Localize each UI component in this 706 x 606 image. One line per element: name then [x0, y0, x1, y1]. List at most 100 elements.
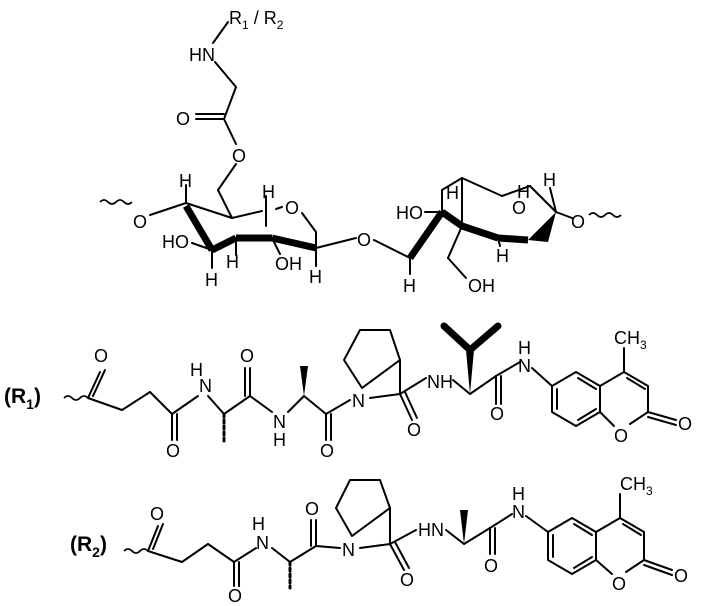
ring2-oh-top-label: O [512, 198, 526, 218]
wavy-bond-right [588, 212, 622, 218]
bond-o-ch2 [217, 163, 237, 191]
r2-h1-label: H [252, 514, 265, 534]
r2-o2-label: O [228, 586, 242, 606]
ring1-front-edge-c [271, 234, 317, 252]
r1-coumarin-c4-c3-dbl [626, 377, 646, 390]
r1-coumarin-c4-c3 [623, 371, 649, 387]
r2-ala2-wedge [460, 510, 468, 544]
r2-coumarin-c2-ring-o [625, 559, 645, 573]
ring2-bond-ch2 [447, 225, 463, 259]
ring2-right-o-label: O [571, 212, 585, 232]
ring2-h-top-label: H [446, 183, 459, 203]
r2-bond-c1-co [147, 525, 159, 552]
r2-bond-c1-co-dbl [152, 523, 164, 550]
r1-o3-label: O [240, 346, 254, 366]
bond-c-o-ester [223, 118, 237, 145]
r2-namc-label: N [512, 502, 525, 522]
r1-bond-pro-c-o-dbl [404, 391, 418, 419]
r1-bond-c-n2 [249, 395, 273, 413]
ring1-bond-c5-o [275, 206, 283, 210]
r1-h2-label: H [273, 430, 286, 450]
ring2-bond-back-a [441, 177, 463, 191]
carbonyl-o-label: O [176, 109, 190, 129]
ring1-front-edge-left [182, 204, 216, 252]
bond-ch2-c5 [217, 189, 233, 219]
r2-wavy-bond [123, 548, 149, 554]
ring1-h-top-label: H [179, 171, 192, 191]
r1-bond-c-npro [325, 399, 351, 415]
ring2-h-top2-label: H [517, 182, 530, 202]
r1-coumarin-c4a [599, 371, 625, 387]
r1-nh1-n-label: N [199, 376, 212, 396]
r1-ala2-wedge [300, 366, 308, 396]
r2-bond-ca2-c [463, 527, 491, 545]
bond-o-c4 [149, 202, 187, 216]
r2-bond-n-ca [359, 543, 391, 549]
r2-bond-n-ar [525, 515, 549, 533]
ester-o-label: O [232, 146, 246, 166]
r2-label: (R2) [70, 533, 107, 560]
ring2-ho-label: HO [396, 203, 423, 223]
ring2-h-mid-label: H [496, 246, 509, 266]
r1-label: (R1) [4, 385, 41, 412]
r1-wavy-bond [63, 395, 89, 401]
r2-ring-o-label: O [612, 574, 626, 594]
r1-npro-label: N [352, 391, 365, 411]
bond-glycosidic-o-c4b [373, 239, 411, 259]
r1-bond-c4-n [171, 395, 199, 415]
ring2-bond-c1-o [555, 211, 573, 219]
r2-hamc-label: H [512, 484, 525, 504]
r1-namc-label: N [518, 356, 531, 376]
r2-bond-pro-c-o [389, 543, 405, 571]
r1-o6-label: O [490, 404, 504, 424]
r1-val-methyl-b [466, 322, 502, 354]
r2-o3-label: O [305, 499, 319, 519]
r1-bond-c-namc [495, 361, 521, 377]
r1-bond-caval-c [469, 375, 497, 395]
r2-hn-label: HN [418, 520, 444, 540]
r2-o1-label: O [150, 504, 164, 524]
r2-coumarin-c4a [595, 517, 621, 533]
r1-bond-n2-ca2 [287, 395, 305, 413]
bond-r-n [212, 21, 229, 44]
r1-o5-label: O [407, 420, 421, 440]
r2-bond-c-npro [315, 545, 341, 549]
r1-bond-n-ca1 [207, 395, 225, 415]
r1-bond-nh-caval [452, 379, 471, 395]
ring2-wedge [528, 212, 556, 242]
r1-bond-n-ca [369, 393, 401, 399]
r1-ch3-label: CH3 [614, 328, 647, 352]
cyclodextrin-fragment: R1 / R2 HN O O O H H O HO [99, 8, 622, 296]
ring1-h-ring-label: H [262, 182, 275, 202]
r2-benzene-dbl-2 [573, 556, 593, 569]
ring2-oh-label: OH [468, 276, 495, 296]
r1-nh1-h-label: H [190, 360, 203, 380]
r1-bond-c1-c2 [87, 397, 123, 411]
ring2-bond-ch2-oh [447, 257, 467, 279]
r2-peptide-structure: (R2) O O H N O N O HN [70, 474, 688, 606]
r1-bond-ca1-c [223, 395, 251, 415]
ring1-bond-c4-c5 [185, 202, 233, 219]
r2-benzene-dbl-3 [573, 523, 593, 536]
ring1-front-edge-a [210, 234, 238, 254]
r1-peptide-structure: (R1) O O H N O N H O N [4, 322, 692, 461]
ring2-front-edge-c [497, 234, 529, 244]
r1-bond-c1-co-dbl [92, 369, 106, 397]
r2-bond-c2-c3 [181, 543, 209, 563]
ring1-ho-label: HO [162, 232, 189, 252]
r1-n2-label: N [273, 412, 286, 432]
ring2-h-bottom-label: H [403, 276, 416, 296]
r2-o4-label: O [400, 570, 414, 590]
r1-proline-ring [343, 329, 401, 389]
r2-bond-hn-ca2 [445, 529, 465, 545]
r2-bond-c1-c2 [147, 550, 183, 563]
ring2-bond-back-b [461, 177, 503, 197]
bond-c1-glycosidic-o [315, 237, 357, 249]
r2-coumarin-o-ar [595, 559, 613, 575]
wavy-bond-left [99, 199, 133, 205]
r2-bond-c3-c4 [207, 543, 235, 563]
r2-bond-c4-n [233, 547, 257, 563]
ring2-bond-h-anomeric [549, 187, 557, 213]
r1-benzene-dbl-3 [577, 377, 597, 390]
r2-coumarin-c4-c3-dbl [622, 523, 642, 536]
